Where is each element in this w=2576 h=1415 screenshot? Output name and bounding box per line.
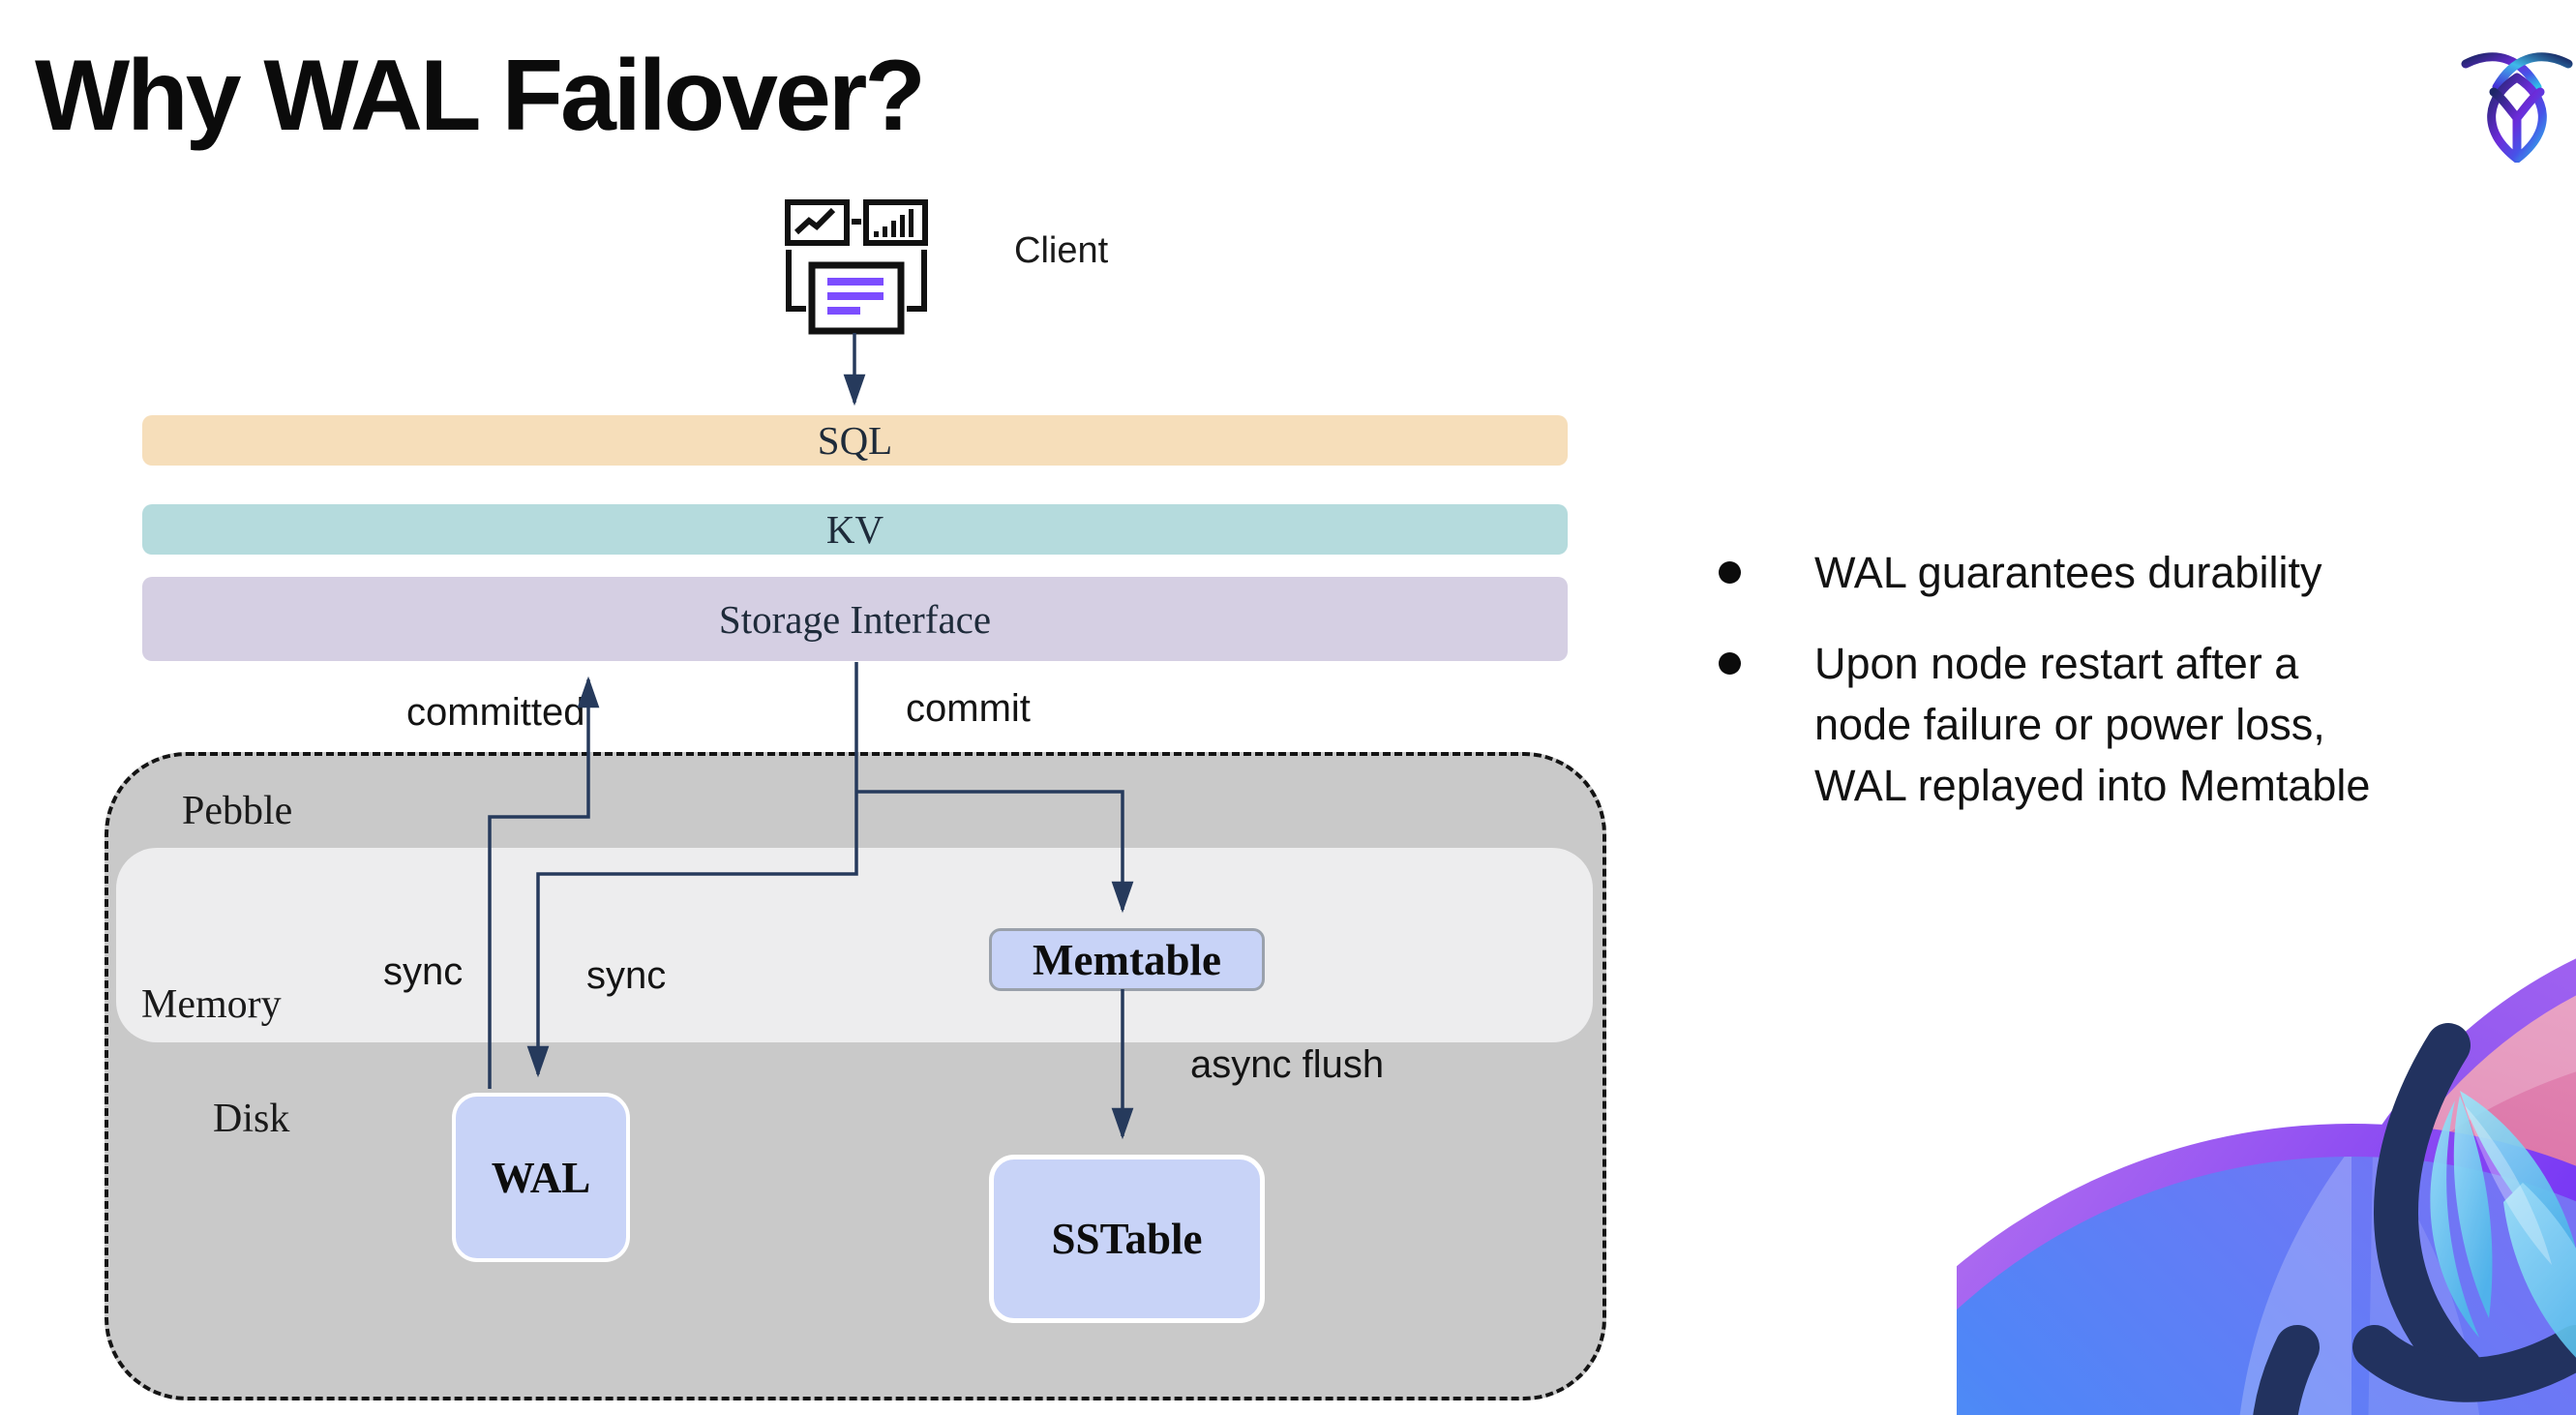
pebble-label: Pebble <box>182 789 293 833</box>
commit-edge-label: commit <box>906 687 1031 730</box>
cockroach-logo-icon <box>2461 52 2573 163</box>
logo-y-vein <box>2489 87 2545 162</box>
committed-edge-label: committed <box>406 691 585 734</box>
memtable-node: Memtable <box>989 928 1265 991</box>
notes-list: WAL guarantees durability Upon node rest… <box>1717 542 2576 816</box>
logo-antenna-left <box>2461 52 2542 92</box>
sync-edge-label-right: sync <box>586 954 667 997</box>
layer-storage-label: Storage Interface <box>718 596 992 642</box>
layer-kv-label: KV <box>825 507 884 552</box>
sync-edge-label-left: sync <box>383 950 464 993</box>
memory-label: Memory <box>141 982 282 1027</box>
decorative-brand-graphic <box>1957 958 2576 1415</box>
client-device-icon <box>785 199 928 335</box>
list-item: Upon node restart after a node failure o… <box>1717 633 2576 816</box>
memory-band <box>116 848 1593 1042</box>
layer-storage-interface: Storage Interface <box>142 577 1568 661</box>
disk-label: Disk <box>213 1097 290 1141</box>
wal-node-label: WAL <box>491 1153 591 1202</box>
layer-kv: KV <box>142 504 1568 555</box>
client-label: Client <box>1014 230 1109 271</box>
memtable-node-label: Memtable <box>1033 935 1221 984</box>
layer-sql-label: SQL <box>817 418 893 463</box>
wal-node: WAL <box>452 1093 630 1262</box>
list-item: WAL guarantees durability <box>1717 542 2576 603</box>
page-title: Why WAL Failover? <box>35 40 926 152</box>
line-chart-icon <box>785 199 850 246</box>
dash-glyph <box>852 219 861 225</box>
layer-sql: SQL <box>142 415 1568 466</box>
logo-antenna-right <box>2492 52 2573 92</box>
bar-chart-icon <box>863 199 928 246</box>
document-icon <box>808 261 905 335</box>
sstable-node: SSTable <box>989 1155 1265 1323</box>
async-flush-edge-label: async flush <box>1190 1043 1385 1086</box>
bracket-left-icon <box>786 250 806 312</box>
bracket-right-icon <box>907 250 927 312</box>
sstable-node-label: SSTable <box>1051 1215 1203 1263</box>
